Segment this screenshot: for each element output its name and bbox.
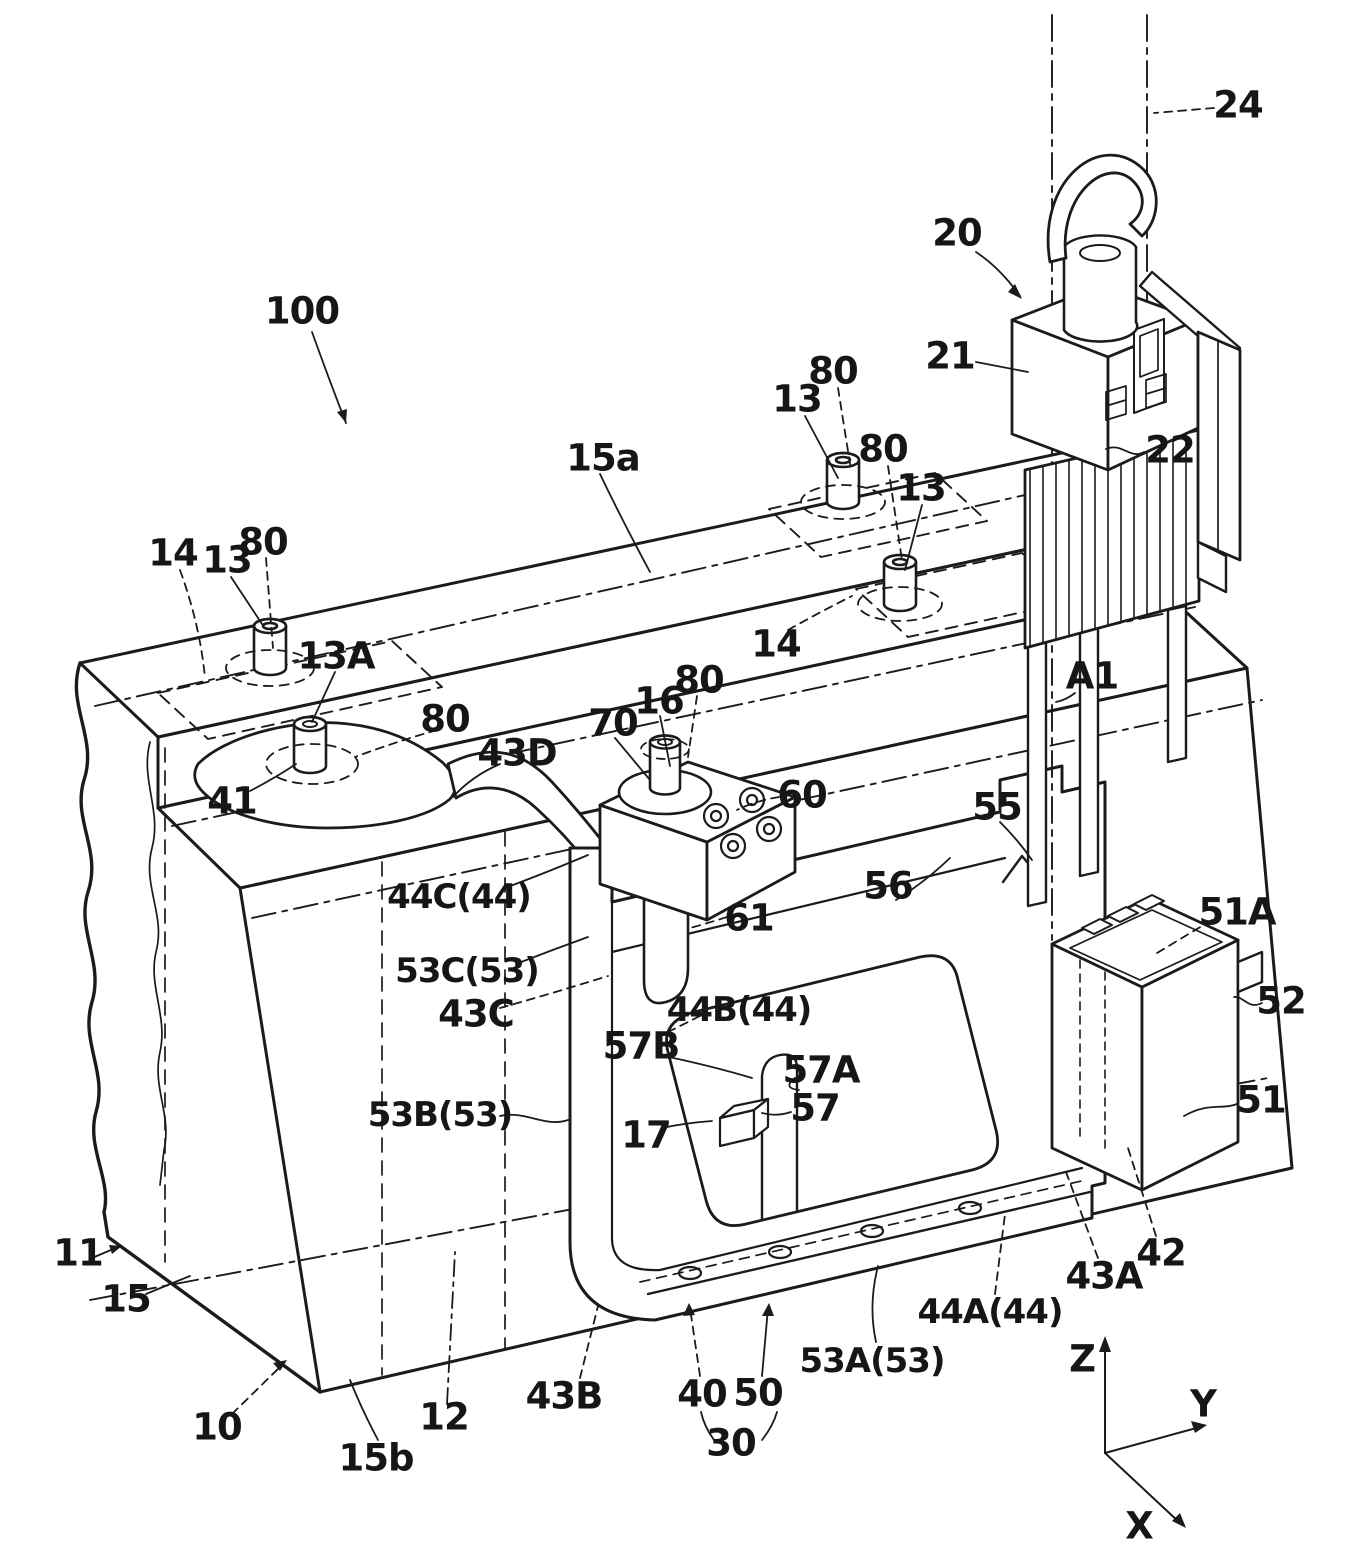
terminal-cylinder: [1062, 245, 1139, 343]
block-17: [718, 1097, 770, 1148]
battery-posts: [225, 451, 943, 687]
terminal-block-60: [598, 734, 797, 1005]
leader-lines: [91, 107, 1263, 1441]
terminal-nuts: [702, 786, 783, 860]
connector-prongs: [1026, 604, 1188, 908]
side-plate-22: [1196, 330, 1242, 562]
frame-opening: [665, 954, 999, 1227]
bracket-41: [193, 715, 608, 866]
holder-51: [1050, 894, 1264, 1192]
coordinate-axes: [1099, 1336, 1207, 1528]
tab-57: [760, 1053, 799, 1222]
connector-20: [1010, 153, 1242, 650]
terminals-51a: [1081, 894, 1165, 935]
tab-52: [1236, 950, 1264, 994]
cable-hook: [1046, 153, 1158, 264]
